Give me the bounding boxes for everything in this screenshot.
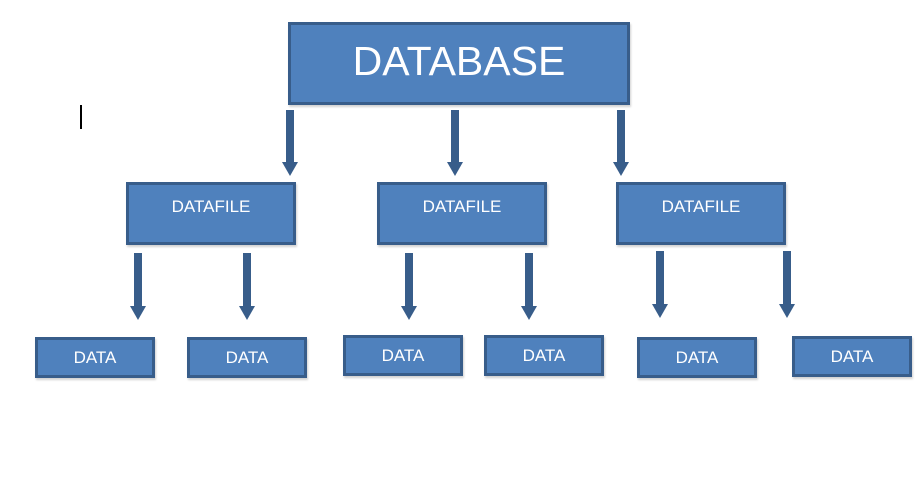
arrow-datafile-1-to-data-1 bbox=[130, 253, 146, 320]
data-box-2-1: DATA bbox=[343, 335, 463, 376]
datafile-label-2: DATAFILE bbox=[422, 197, 502, 216]
datafile-box-3: DATAFILE bbox=[616, 182, 786, 245]
datafile-label-3: DATAFILE bbox=[661, 197, 741, 216]
arrow-datafile-3-to-data-1 bbox=[652, 251, 668, 318]
arrow-datafile-2-to-data-2 bbox=[521, 253, 537, 320]
database-box: DATABASE bbox=[288, 22, 630, 105]
data-label-1-1: DATA bbox=[73, 347, 117, 367]
arrow-root-to-datafile-2 bbox=[447, 110, 463, 176]
data-label-1-2: DATA bbox=[225, 347, 269, 367]
datafile-box-1: DATAFILE bbox=[126, 182, 296, 245]
text-cursor bbox=[80, 105, 82, 129]
arrow-root-to-datafile-1 bbox=[282, 110, 298, 176]
datafile-box-2: DATAFILE bbox=[377, 182, 547, 245]
datafile-label-1: DATAFILE bbox=[171, 197, 251, 216]
data-label-2-1: DATA bbox=[381, 345, 425, 365]
arrow-datafile-2-to-data-1 bbox=[401, 253, 417, 320]
data-box-2-2: DATA bbox=[484, 335, 604, 376]
data-box-3-2: DATA bbox=[792, 336, 912, 377]
data-box-1-2: DATA bbox=[187, 337, 307, 378]
arrow-datafile-3-to-data-2 bbox=[779, 251, 795, 318]
arrow-datafile-1-to-data-2 bbox=[239, 253, 255, 320]
data-label-3-2: DATA bbox=[830, 346, 874, 366]
database-label: DATABASE bbox=[352, 38, 566, 84]
data-label-2-2: DATA bbox=[522, 345, 566, 365]
data-box-3-1: DATA bbox=[637, 337, 757, 378]
data-box-1-1: DATA bbox=[35, 337, 155, 378]
arrow-root-to-datafile-3 bbox=[613, 110, 629, 176]
data-label-3-1: DATA bbox=[675, 347, 719, 367]
